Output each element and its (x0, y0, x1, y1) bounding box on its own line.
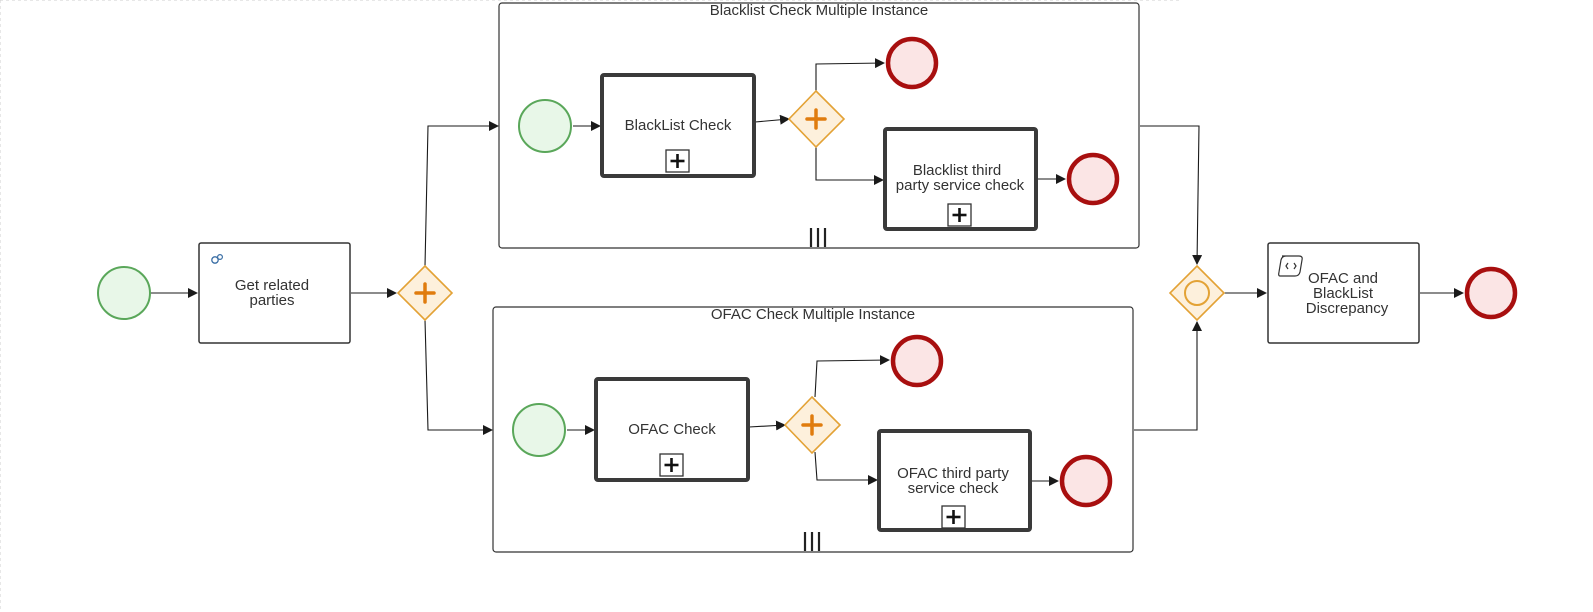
task-discrepancy-line3: Discrepancy (1306, 300, 1389, 317)
ofac-third-party-line1: OFAC third party (897, 465, 1009, 482)
flow-split-to-blacklist[interactable] (424, 121, 499, 267)
parallel-gateway-split[interactable] (396, 264, 454, 322)
flow-ofac-task-to-gateway[interactable] (748, 420, 786, 431)
flow-ofac-to-join[interactable] (1134, 321, 1202, 431)
ofac-check-task[interactable]: OFAC Check (594, 377, 750, 482)
expand-plus-icon[interactable] (659, 453, 684, 477)
ofac-third-party-task[interactable]: OFAC third party service check (877, 429, 1032, 532)
task-get-related-parties-line2: parties (249, 292, 294, 309)
end-event[interactable] (1464, 266, 1518, 320)
start-event[interactable] (97, 266, 151, 320)
blacklist-end-event-1[interactable] (885, 36, 939, 90)
flow-ofac-gateway-to-thirdparty[interactable] (814, 451, 878, 485)
inclusive-circle-icon (1184, 280, 1210, 306)
ofac-parallel-gateway[interactable] (783, 395, 842, 455)
parallel-plus-icon (805, 108, 827, 130)
blacklist-parallel-gateway[interactable] (787, 89, 846, 149)
ofac-end-event-2[interactable] (1059, 454, 1113, 508)
task-get-related-parties[interactable]: Get related parties (198, 242, 351, 344)
blacklist-end-event-2[interactable] (1066, 152, 1120, 206)
task-ofac-blacklist-discrepancy[interactable]: OFAC and BlackList Discrepancy (1267, 242, 1420, 344)
ofac-end-event-1[interactable] (890, 334, 944, 388)
task-discrepancy-line2: BlackList (1313, 285, 1374, 302)
script-task-icon (1278, 255, 1303, 277)
multi-instance-marker-icon (803, 532, 821, 551)
subprocess-blacklist-title: Blacklist Check Multiple Instance (710, 2, 928, 19)
ofac-check-label: OFAC Check (628, 421, 716, 438)
expand-plus-icon[interactable] (665, 149, 690, 173)
blacklist-third-party-task[interactable]: Blacklist third party service check (883, 127, 1038, 231)
flow-blacklist-to-join[interactable] (1140, 125, 1203, 265)
blacklist-third-party-line1: Blacklist third (913, 162, 1001, 179)
flow-split-to-ofac[interactable] (424, 319, 493, 435)
flow-bl-task-to-gateway[interactable] (754, 114, 790, 125)
task-get-related-parties-line1: Get related (235, 277, 309, 294)
expand-plus-icon[interactable] (941, 505, 966, 529)
blacklist-third-party-line2: party service check (896, 177, 1025, 194)
flow-bl-gateway-to-thirdparty[interactable] (815, 146, 884, 185)
blacklist-check-label: BlackList Check (625, 117, 732, 134)
sequence-flows (151, 58, 1464, 486)
task-discrepancy-line1: OFAC and (1308, 270, 1378, 287)
ofac-third-party-line2: service check (908, 480, 999, 497)
ofac-start-event[interactable] (512, 403, 566, 457)
blacklist-check-task[interactable]: BlackList Check (600, 73, 756, 178)
service-task-icon (211, 254, 224, 264)
subprocess-ofac-title: OFAC Check Multiple Instance (711, 306, 915, 323)
parallel-plus-icon (801, 414, 823, 436)
multi-instance-marker-icon (809, 228, 827, 247)
flow-bl-gateway-to-end1[interactable] (815, 58, 885, 91)
expand-plus-icon[interactable] (947, 203, 972, 227)
flow-ofac-gateway-to-end1[interactable] (814, 355, 890, 398)
blacklist-start-event[interactable] (518, 99, 572, 153)
inclusive-gateway-join[interactable] (1168, 264, 1226, 322)
parallel-plus-icon (414, 282, 436, 304)
